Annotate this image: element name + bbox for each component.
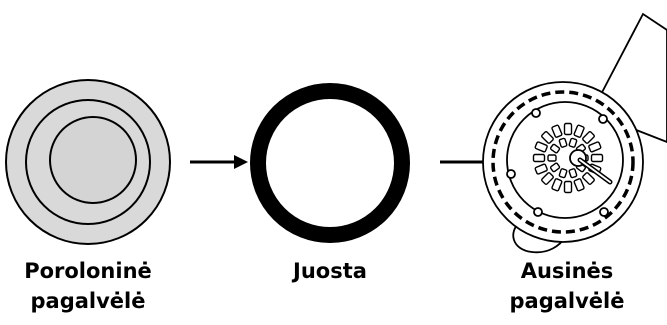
speaker-slot	[534, 141, 548, 153]
speaker-slot	[547, 154, 557, 162]
speaker-slot	[563, 180, 573, 194]
speaker-slot	[563, 122, 573, 136]
speaker-slot	[551, 124, 563, 138]
speaker-slot	[532, 153, 546, 163]
speaker-slot	[534, 163, 548, 175]
speaker-slot	[588, 141, 602, 153]
speaker-slot	[582, 131, 595, 144]
speaker-slot	[582, 172, 595, 185]
arrow-right-icon	[190, 155, 248, 169]
speaker-slot	[573, 124, 585, 138]
earpiece-label: Ausinės pagalvėlė	[509, 259, 625, 313]
band-ring-icon	[250, 83, 410, 243]
band-label: Juosta	[293, 259, 367, 283]
foam-pad-label: Poroloninė pagalvėlė	[24, 259, 152, 313]
speaker-slot	[549, 162, 561, 173]
speaker-slot	[541, 172, 554, 185]
speaker-slot	[573, 178, 585, 192]
speaker-slot	[590, 153, 604, 163]
foam-pad-icon	[5, 79, 171, 245]
speaker-slot	[541, 131, 554, 144]
speaker-slot	[558, 168, 568, 179]
speaker-slot	[551, 178, 563, 192]
speaker-slot	[568, 137, 578, 148]
speaker-slot	[558, 137, 568, 148]
speaker-slot	[568, 168, 578, 179]
earpiece-icon	[482, 12, 667, 254]
speaker-slots-icon	[532, 122, 604, 194]
speaker-slot	[549, 143, 561, 154]
